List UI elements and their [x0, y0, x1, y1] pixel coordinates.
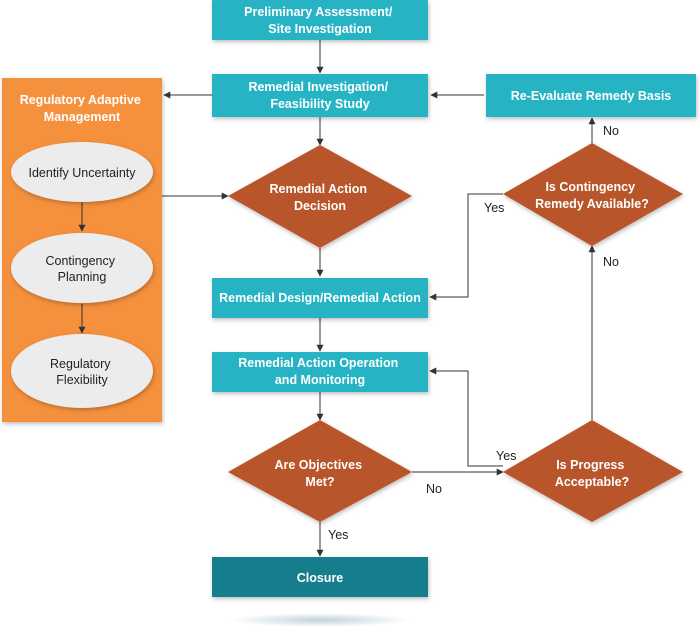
decision-progress-acceptable-shape	[503, 420, 683, 522]
node-remedial-design-box	[212, 278, 428, 318]
panel-item-regulatory-flexibility	[11, 334, 153, 408]
node-remedial-operation-label: Remedial Action Operation and Monitoring	[238, 356, 401, 387]
label-contingency-no: No	[603, 124, 619, 138]
decision-contingency-available-shape	[503, 143, 683, 246]
label-objectives-yes: Yes	[328, 528, 348, 542]
node-remedial-investigation-box	[212, 74, 428, 117]
decision-objectives-met-label: Are Objectives Met?	[274, 458, 365, 489]
node-closure: Closure	[212, 557, 428, 597]
regulatory-adaptive-management-panel: Regulatory Adaptive Management Identify …	[2, 78, 162, 422]
closure-floor-shadow	[230, 613, 410, 627]
label-objectives-no: No	[426, 482, 442, 496]
label-progress-yes: Yes	[496, 449, 516, 463]
panel-item-regulatory-flexibility-label: Regulatory Flexibility	[50, 357, 114, 387]
node-preliminary-assessment-label: Preliminary Assessment/ Site Investigati…	[244, 5, 396, 36]
decision-objectives-met: Are Objectives Met?	[228, 420, 412, 522]
decision-remedial-action-label: Remedial Action Decision	[270, 182, 371, 213]
node-remedial-investigation-label: Remedial Investigation/ Feasibility Stud…	[248, 80, 391, 111]
panel-item-contingency-planning-label: Contingency Planning	[46, 254, 119, 284]
decision-objectives-met-shape	[228, 420, 412, 522]
panel-title: Regulatory Adaptive Management	[20, 93, 145, 124]
node-remedial-investigation: Remedial Investigation/ Feasibility Stud…	[212, 74, 428, 117]
node-re-evaluate-remedy-label: Re-Evaluate Remedy Basis	[511, 89, 672, 103]
decision-progress-acceptable-label: Is Progress Acceptable?	[555, 458, 629, 489]
node-remedial-design: Remedial Design/Remedial Action	[212, 278, 428, 318]
decision-contingency-available-label: Is Contingency Remedy Available?	[535, 180, 649, 211]
node-preliminary-assessment-box	[212, 0, 428, 40]
node-closure-box	[212, 557, 428, 597]
node-preliminary-assessment: Preliminary Assessment/ Site Investigati…	[212, 0, 428, 40]
arrow-contingency-to-design	[429, 193, 503, 301]
node-remedial-design-label: Remedial Design/Remedial Action	[219, 291, 421, 305]
label-contingency-yes: Yes	[484, 201, 504, 215]
label-progress-no: No	[603, 255, 619, 269]
panel-item-contingency-planning	[11, 233, 153, 303]
node-remedial-operation-box	[212, 352, 428, 392]
decision-contingency-available: Is Contingency Remedy Available?	[503, 143, 683, 246]
connectors	[162, 40, 596, 557]
panel-item-identify-uncertainty-label: Identify Uncertainty	[29, 166, 137, 180]
decision-remedial-action-shape	[228, 145, 412, 248]
node-remedial-operation: Remedial Action Operation and Monitoring	[212, 352, 428, 392]
panel-item-identify-uncertainty	[11, 142, 153, 202]
node-re-evaluate-remedy: Re-Evaluate Remedy Basis	[486, 74, 696, 117]
arrow-progress-to-operation	[429, 367, 503, 467]
node-re-evaluate-remedy-box	[486, 74, 696, 117]
node-closure-label: Closure	[297, 571, 344, 585]
decision-progress-acceptable: Is Progress Acceptable?	[503, 420, 683, 522]
decision-remedial-action: Remedial Action Decision	[228, 145, 412, 248]
edge-labels: No Yes No Yes No Yes	[328, 124, 619, 542]
